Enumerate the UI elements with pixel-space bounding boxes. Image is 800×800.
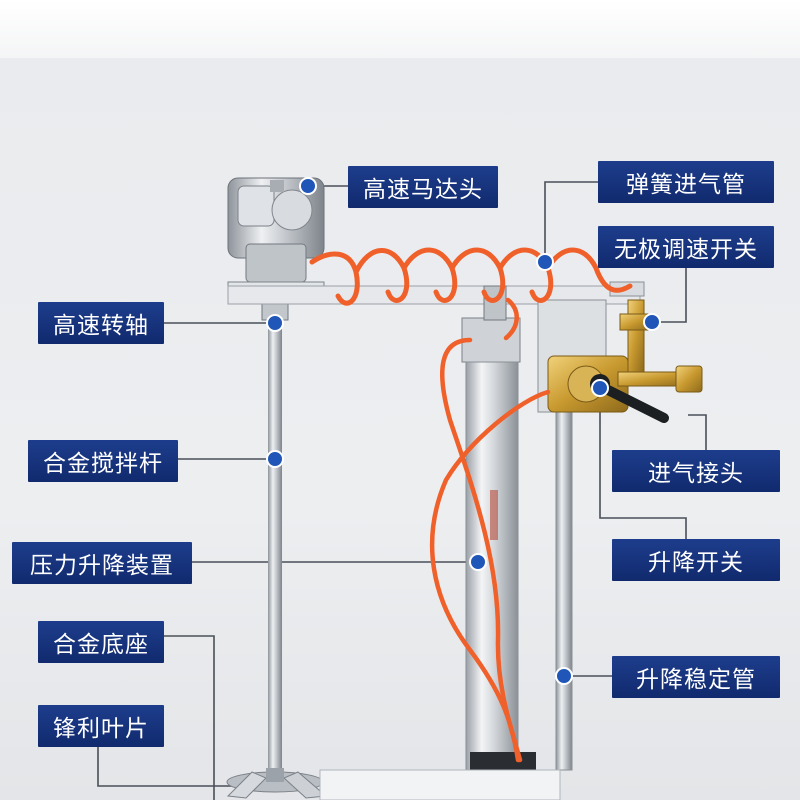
base-platform	[319, 769, 561, 800]
label-speed-switch: 无极调速开关	[598, 226, 774, 268]
label-motor-head: 高速马达头	[348, 166, 498, 208]
mixing-blade	[226, 768, 328, 799]
top-fade	[0, 0, 800, 58]
label-blade: 锋利叶片	[38, 705, 164, 747]
label-lift-switch: 升降开关	[612, 539, 780, 581]
label-spring-hose: 弹簧进气管	[598, 161, 774, 203]
pneumatic-hose	[429, 297, 551, 763]
label-shaft: 高速转轴	[38, 302, 164, 344]
motor-head	[227, 177, 325, 321]
label-base: 合金底座	[38, 621, 164, 663]
callout-dots	[266, 177, 661, 685]
lift-cylinder	[461, 285, 536, 800]
label-stabilizer: 升降稳定管	[612, 656, 780, 698]
label-lift-device: 压力升降装置	[12, 542, 192, 584]
label-stir-rod: 合金搅拌杆	[28, 440, 178, 482]
stir-shaft	[268, 318, 282, 780]
label-air-inlet: 进气接头	[612, 450, 780, 492]
